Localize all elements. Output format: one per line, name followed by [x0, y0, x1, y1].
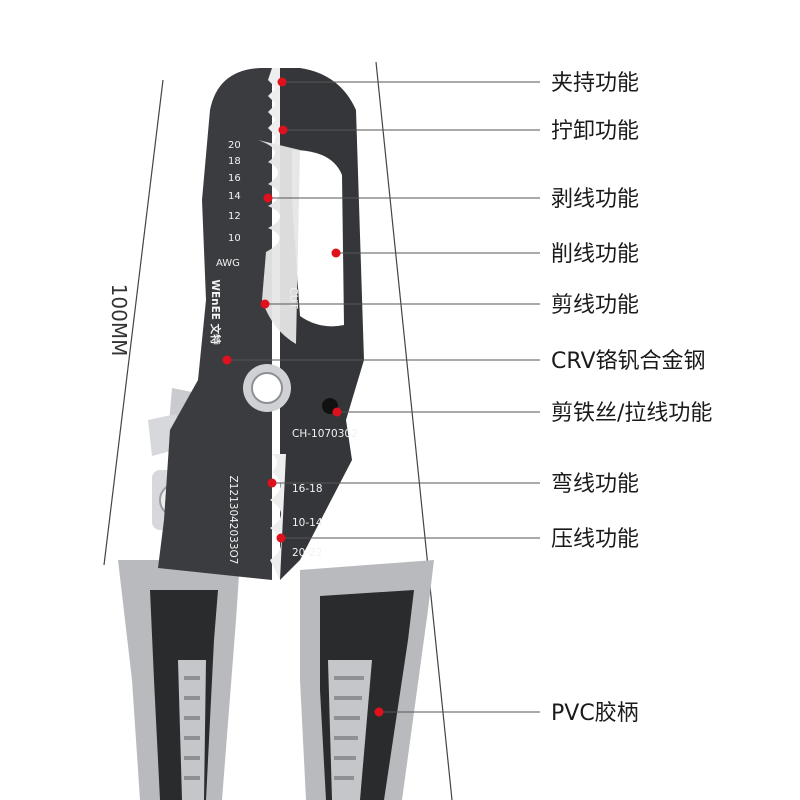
awg-10: 10: [228, 233, 241, 244]
feature-cut: 剪线功能: [551, 293, 639, 318]
marker-crimp: [276, 533, 286, 543]
feature-markers: [222, 77, 384, 717]
marker-wire-cut: [332, 407, 342, 417]
brand-label: WEnEE 文特: [209, 279, 222, 345]
feature-labels: 夹持功能 拧卸功能 剥线功能 削线功能 剪线功能 CRV铬钒合金钢 剪铁丝/拉线…: [551, 71, 712, 726]
crimp-scale: 16-18 10-14 20-22: [292, 483, 323, 559]
crimp-10-14: 10-14: [292, 517, 323, 529]
serial-label: Z1213042033O7: [227, 476, 239, 565]
awg-12: 12: [228, 211, 241, 222]
crimp-20-22: 20-22: [292, 547, 323, 559]
awg-18: 18: [228, 156, 241, 167]
marker-bend: [267, 478, 277, 488]
dimension-line: [103, 79, 164, 566]
feature-strip: 剥线功能: [551, 187, 639, 212]
feature-bend: 弯线功能: [551, 472, 639, 497]
feature-crimp: 压线功能: [551, 527, 639, 552]
feature-unscrew: 拧卸功能: [551, 119, 639, 144]
left-handle: [118, 560, 240, 800]
marker-steel: [222, 355, 232, 365]
marker-strip: [263, 193, 273, 203]
right-handle: [300, 560, 434, 800]
marker-unscrew: [278, 125, 288, 135]
feature-clamp: 夹持功能: [551, 71, 639, 96]
model-label: CH-1070302: [292, 428, 358, 440]
marker-shave: [331, 248, 341, 258]
awg-unit: AWG: [216, 258, 240, 269]
cut-label: CUT: [287, 287, 299, 309]
crimp-16-18: 16-18: [292, 483, 323, 495]
leader-lines: [227, 81, 540, 713]
awg-14: 14: [228, 191, 241, 202]
feature-steel: CRV铬钒合金钢: [551, 349, 706, 374]
awg-20: 20: [228, 140, 241, 151]
marker-pvc: [374, 707, 384, 717]
marker-cut: [260, 299, 270, 309]
dimension-label: 100MM: [107, 284, 131, 357]
feature-shave: 削线功能: [551, 242, 639, 267]
marker-clamp: [277, 77, 287, 87]
awg-16: 16: [228, 173, 241, 184]
plier-head: [158, 68, 364, 580]
awg-scale: 20 18 16 14 12 10 AWG: [216, 140, 241, 269]
guide-line: [375, 61, 453, 800]
feature-pvc: PVC胶柄: [551, 701, 639, 726]
feature-wire-cut: 剪铁丝/拉线功能: [551, 401, 712, 426]
